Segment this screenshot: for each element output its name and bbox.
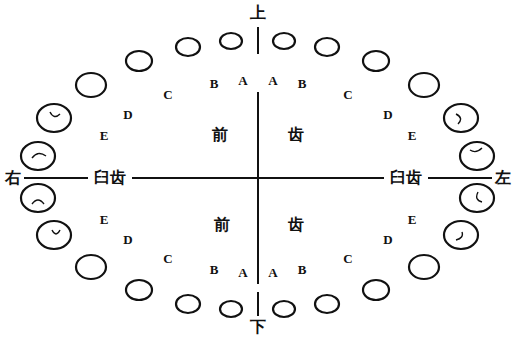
tooth-letter: E xyxy=(408,129,417,142)
direction-label: 左 xyxy=(495,170,511,186)
region-label: 齿 xyxy=(288,217,304,233)
tooth-letter: B xyxy=(298,77,307,90)
tooth-letter: A xyxy=(268,266,277,279)
tooth-letter: A xyxy=(238,266,247,279)
region-label: 前 xyxy=(212,127,228,143)
tooth-letter: D xyxy=(123,108,132,121)
tooth-letter: D xyxy=(123,233,132,246)
direction-label: 右 xyxy=(5,170,21,186)
tooth-letter: B xyxy=(210,263,219,276)
region-label: 臼齿 xyxy=(390,170,422,186)
region-label: 前 xyxy=(214,217,230,233)
tooth-letter: E xyxy=(100,213,109,226)
tooth-letter: A xyxy=(238,74,247,87)
tooth-letter: E xyxy=(100,129,109,142)
tooth-letter: E xyxy=(408,213,417,226)
tooth-letter: B xyxy=(298,263,307,276)
tooth-letter: A xyxy=(268,74,277,87)
region-label: 齿 xyxy=(288,127,304,143)
tooth-letter: C xyxy=(343,88,352,101)
region-label: 臼齿 xyxy=(94,170,126,186)
tooth-letter: D xyxy=(383,233,392,246)
tooth-letter: C xyxy=(163,88,172,101)
tooth-letter: B xyxy=(210,77,219,90)
direction-label: 上 xyxy=(250,5,266,21)
tooth-letter: C xyxy=(163,252,172,265)
tooth-letter: D xyxy=(383,108,392,121)
tooth-letter: C xyxy=(343,252,352,265)
direction-label: 下 xyxy=(250,319,266,335)
